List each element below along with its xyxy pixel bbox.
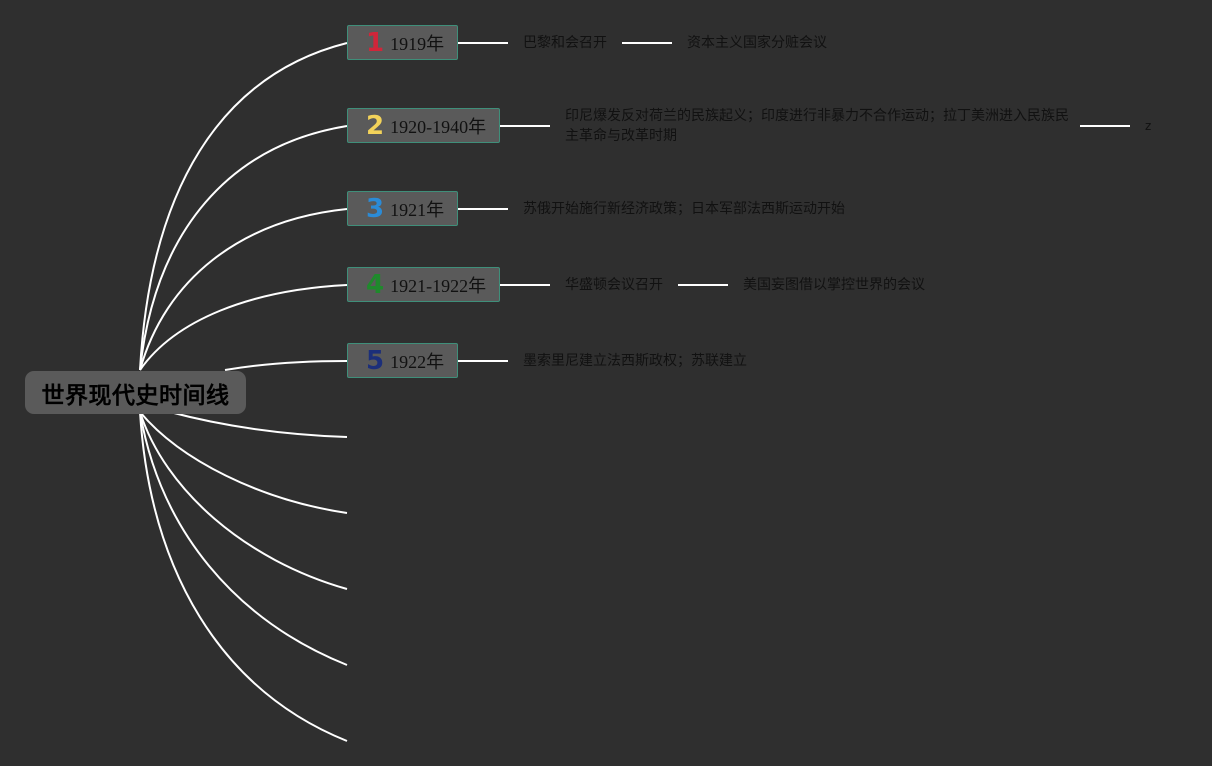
- connector-branch-5: [224, 360, 348, 371]
- number-1-icon: 1: [366, 27, 385, 58]
- connector-branch-4: [139, 284, 348, 371]
- year-label: 1920-1940年: [390, 116, 487, 137]
- event-3-1[interactable]: 苏俄开始施行新经济政策；日本军部法西斯运动开始: [523, 201, 845, 217]
- event-2-1[interactable]: 印尼爆发反对荷兰的民族起义；印度进行非暴力不合作运动；拉丁美洲进入民族民主革命与…: [565, 108, 1069, 144]
- event-1-1[interactable]: 巴黎和会召开: [523, 35, 607, 51]
- connector-branch-2: [139, 125, 348, 371]
- year-label: 1921年: [390, 199, 445, 220]
- connector-empty-2: [139, 411, 348, 514]
- year-node-5[interactable]: 5 1922年: [347, 343, 458, 378]
- year-label: 1922年: [390, 351, 445, 372]
- connector-empty-4: [139, 411, 348, 666]
- year-label: 1921-1922年: [390, 275, 487, 296]
- year-node-1[interactable]: 1 1919年: [347, 25, 458, 60]
- connector-empty-1: [169, 411, 348, 438]
- connector-branch-1: [139, 42, 348, 371]
- number-2-icon: 2: [366, 110, 385, 141]
- connector-empty-5: [139, 411, 348, 742]
- year-node-4[interactable]: 4 1921-1922年: [347, 267, 500, 302]
- event-4-2[interactable]: 美国妄图借以掌控世界的会议: [743, 277, 925, 293]
- event-4-1[interactable]: 华盛顿会议召开: [565, 277, 663, 293]
- year-label: 1919年: [390, 33, 445, 54]
- number-5-icon: 5: [366, 345, 385, 376]
- number-3-icon: 3: [366, 193, 385, 224]
- event-2-2[interactable]: z: [1145, 119, 1152, 133]
- connector-empty-3: [139, 411, 348, 590]
- event-1-2[interactable]: 资本主义国家分赃会议: [687, 35, 827, 51]
- number-4-icon: 4: [366, 269, 385, 300]
- root-topic[interactable]: 世界现代史时间线: [25, 371, 246, 414]
- event-5-1[interactable]: 墨索里尼建立法西斯政权；苏联建立: [523, 353, 747, 369]
- connector-branch-3: [139, 208, 348, 371]
- root-title: 世界现代史时间线: [41, 382, 230, 409]
- year-node-2[interactable]: 2 1920-1940年: [347, 108, 500, 143]
- year-node-3[interactable]: 3 1921年: [347, 191, 458, 226]
